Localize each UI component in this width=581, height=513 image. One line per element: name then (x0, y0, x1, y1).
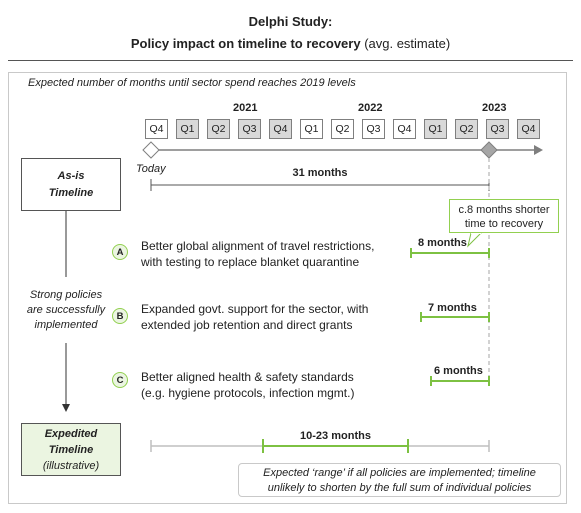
quarter-cell: Q2 (207, 119, 230, 139)
year-2022: 2022 (358, 102, 383, 114)
page-subtitle: Policy impact on timeline to recovery (a… (0, 36, 581, 51)
title-divider (8, 60, 573, 61)
asis-timeline-box: As-is Timeline (21, 158, 121, 211)
policy-c-line2: (e.g. hygiene protocols, infection mgmt.… (141, 386, 355, 400)
expedited-line2: Timeline (48, 444, 94, 456)
policy-b-months: 7 months (428, 302, 477, 314)
range-note: Expected ‘range’ if all policies are imp… (238, 463, 561, 497)
strong-policies-label: Strong policies are successfully impleme… (14, 288, 118, 333)
diagram-frame (8, 72, 567, 504)
flow-arrowhead (62, 404, 70, 412)
quarter-cell: Q4 (145, 119, 168, 139)
middle-label-line2: are successfully (26, 304, 106, 316)
range-label: 10-23 months (300, 430, 371, 442)
policy-c-text: Better aligned health & safety standards… (141, 369, 354, 401)
policy-c-badge: C (112, 372, 128, 388)
callout-line2: time to recovery (464, 218, 544, 230)
quarter-cell: Q4 (393, 119, 416, 139)
policy-a-text: Better global alignment of travel restri… (141, 238, 374, 270)
policy-b-text: Expanded govt. support for the sector, w… (141, 301, 368, 333)
policy-b-line1: Expanded govt. support for the sector, w… (141, 302, 369, 316)
quarter-cell: Q2 (455, 119, 478, 139)
asis-months-label: 31 months (292, 167, 348, 179)
range-note-line2: unlikely to shorten by the full sum of i… (267, 482, 532, 494)
policy-a-bar (410, 248, 490, 258)
subtitle-bold: Policy impact on timeline to recovery (130, 36, 361, 51)
axis-arrow (534, 145, 543, 155)
policy-c-months: 6 months (434, 365, 483, 377)
quarter-cell: Q2 (331, 119, 354, 139)
callout-pointer (467, 232, 483, 248)
policy-b-line2: extended job retention and direct grants (141, 318, 353, 332)
quarter-cell: Q1 (300, 119, 323, 139)
quarter-cell: Q3 (486, 119, 509, 139)
policy-a-badge: A (112, 244, 128, 260)
expedited-range-bar (262, 439, 409, 453)
subtitle-rest: (avg. estimate) (360, 36, 451, 51)
policy-a-line1: Better global alignment of travel restri… (141, 239, 375, 253)
quarter-cell: Q1 (424, 119, 447, 139)
middle-label-line1: Strong policies (29, 289, 103, 301)
range-note-line1: Expected ‘range’ if all policies are imp… (263, 467, 536, 479)
expedited-timeline-box: Expedited Timeline (illustrative) (21, 423, 121, 476)
quarter-cell: Q3 (238, 119, 261, 139)
policy-b-badge: B (112, 308, 128, 324)
asis-label-line2: Timeline (48, 187, 94, 199)
asis-label-line1: As-is (57, 170, 85, 182)
today-marker (142, 141, 160, 159)
year-2023: 2023 (482, 102, 507, 114)
savings-callout: c.8 months shorter time to recovery (449, 199, 559, 233)
expedited-line3: (illustrative) (42, 460, 100, 472)
policy-c-line1: Better aligned health & safety standards (141, 370, 354, 384)
callout-line1: c.8 months shorter (458, 204, 550, 216)
recovery-marker (480, 141, 498, 159)
chart-note: Expected number of months until sector s… (28, 77, 356, 89)
policy-a-line2: with testing to replace blanket quaranti… (141, 255, 360, 269)
quarter-cell: Q3 (362, 119, 385, 139)
page-title: Delphi Study: (248, 14, 333, 29)
quarter-cell: Q1 (176, 119, 199, 139)
expedited-line1: Expedited (44, 428, 98, 440)
year-2021: 2021 (233, 102, 258, 114)
quarter-cell: Q4 (269, 119, 292, 139)
middle-label-line3: implemented (34, 319, 98, 331)
policy-b-bar (420, 312, 490, 322)
today-label: Today (136, 163, 166, 175)
quarter-cell: Q4 (517, 119, 540, 139)
policy-a-months: 8 months (418, 237, 467, 249)
policy-c-bar (430, 376, 490, 386)
